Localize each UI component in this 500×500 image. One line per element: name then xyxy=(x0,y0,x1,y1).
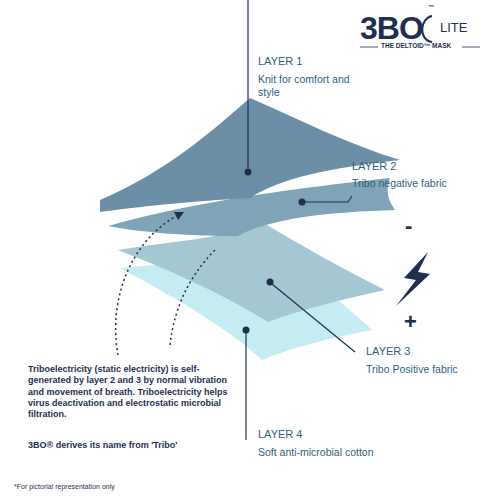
charge-sign: + xyxy=(404,308,417,336)
logo-rule xyxy=(462,47,480,48)
leader-dot xyxy=(299,199,306,206)
leader-dot xyxy=(267,279,274,286)
leader-dot xyxy=(245,169,252,176)
logo-ring xyxy=(422,16,432,42)
explanation-note: Triboelectricity (static electricity) is… xyxy=(28,364,233,420)
dotted-arrow xyxy=(116,214,180,355)
layer-description: Tribo negative fabric xyxy=(352,177,447,190)
logo-rule xyxy=(360,47,378,48)
layer-number: LAYER 2 xyxy=(352,160,396,174)
trademark-sign: ™ xyxy=(428,4,434,12)
footnote: *For pictorial representation only xyxy=(14,483,115,492)
logo-tagline: THE DELTOID™ MASK xyxy=(381,42,451,50)
dotted-line xyxy=(170,250,215,345)
layer-1-sheet xyxy=(100,98,400,212)
leader-line xyxy=(245,333,246,440)
layer-number: LAYER 3 xyxy=(366,345,410,359)
name-note: 3BO® derives its name from 'Tribo' xyxy=(28,440,177,451)
charge-sign: - xyxy=(405,212,412,240)
leader-line xyxy=(247,0,248,168)
leader-dot xyxy=(243,327,250,334)
layer-number: LAYER 1 xyxy=(258,55,302,69)
layer-description: Knit for comfort and style xyxy=(258,73,358,99)
lightning-bolt xyxy=(396,252,430,306)
leader-line xyxy=(304,196,352,202)
logo-variant: LITE xyxy=(440,20,467,36)
layer-3-sheet xyxy=(118,222,385,322)
leader-line xyxy=(272,284,355,352)
layer-description: Tribo Positive fabric xyxy=(366,363,458,376)
layer-description: Soft anti-microbial cotton xyxy=(258,446,374,459)
layer-number: LAYER 4 xyxy=(258,428,302,442)
